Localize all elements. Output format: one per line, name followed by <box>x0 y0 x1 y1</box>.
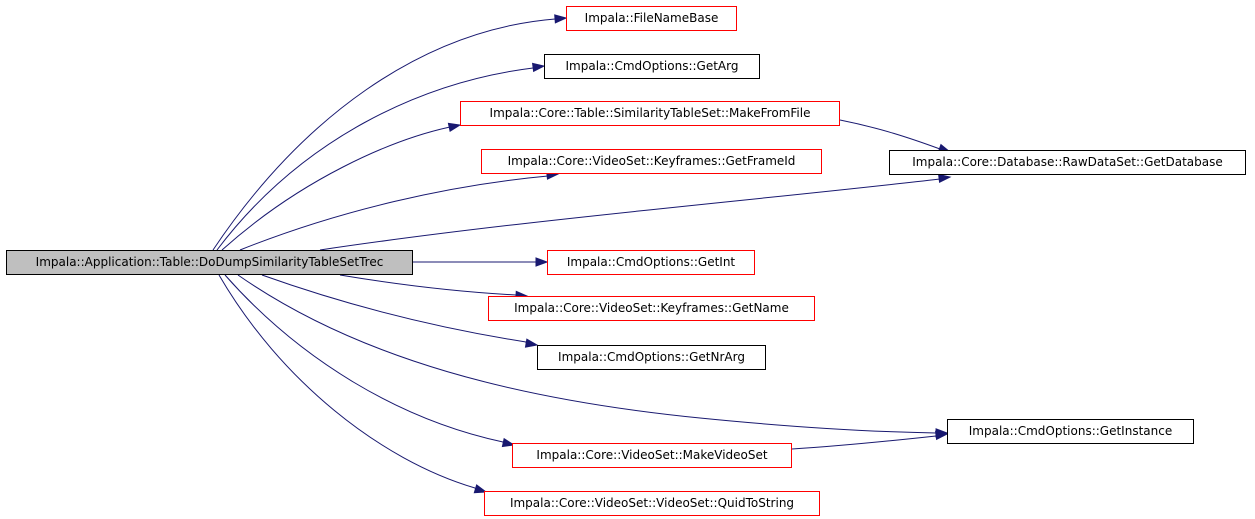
arrowhead-root-to-getdatabase <box>938 173 952 184</box>
node-quidtostring[interactable]: Impala::Core::VideoSet::VideoSet::QuidTo… <box>484 491 820 516</box>
arrowhead-root-to-filenamebase <box>554 14 568 24</box>
node-getframeid[interactable]: Impala::Core::VideoSet::Keyframes::GetFr… <box>481 149 822 174</box>
arrowhead-root-to-quidtostring <box>473 484 488 494</box>
edge-root-to-getnrarg <box>261 274 527 343</box>
edge-tail-root-to-getframeid <box>546 174 549 177</box>
edge-root-to-getinstance <box>237 274 937 434</box>
node-getinstance[interactable]: Impala::CmdOptions::GetInstance <box>947 419 1194 444</box>
arrowhead-root-to-makevideoset <box>501 437 516 448</box>
edge-root-to-makefromfile <box>221 126 451 251</box>
edge-root-to-getname <box>339 274 517 296</box>
node-filenamebase[interactable]: Impala::FileNameBase <box>566 6 737 31</box>
edge-root-to-getdatabase <box>319 178 941 251</box>
node-getnrarg[interactable]: Impala::CmdOptions::GetNrArg <box>537 345 766 370</box>
arrowhead-root-to-makefromfile <box>447 122 462 133</box>
edge-root-to-filenamebase <box>212 18 556 251</box>
node-getint[interactable]: Impala::CmdOptions::GetInt <box>547 250 755 275</box>
edge-root-to-quidtostring <box>218 274 476 489</box>
edge-tail-root-to-getdatabase <box>938 177 941 180</box>
edge-root-to-getarg <box>216 67 534 251</box>
node-getdatabase[interactable]: Impala::Core::Database::RawDataSet::GetD… <box>889 150 1246 175</box>
node-getarg[interactable]: Impala::CmdOptions::GetArg <box>544 54 760 79</box>
edge-root-to-getframeid <box>239 175 549 251</box>
arrowhead-root-to-getarg <box>531 62 546 73</box>
edge-root-to-makevideoset <box>224 274 504 443</box>
edge-makevideoset-to-getinstance <box>791 435 937 450</box>
edge-makefromfile-to-getdatabase <box>839 119 941 150</box>
node-makefromfile[interactable]: Impala::Core::Table::SimilarityTableSet:… <box>460 101 840 126</box>
node-getname[interactable]: Impala::Core::VideoSet::Keyframes::GetNa… <box>488 296 815 321</box>
arrowhead-root-to-getnrarg <box>524 338 539 348</box>
node-makevideoset[interactable]: Impala::Core::VideoSet::MakeVideoSet <box>512 443 792 468</box>
node-root[interactable]: Impala::Application::Table::DoDumpSimila… <box>6 250 413 275</box>
arrowhead-root-to-getint <box>535 257 549 267</box>
